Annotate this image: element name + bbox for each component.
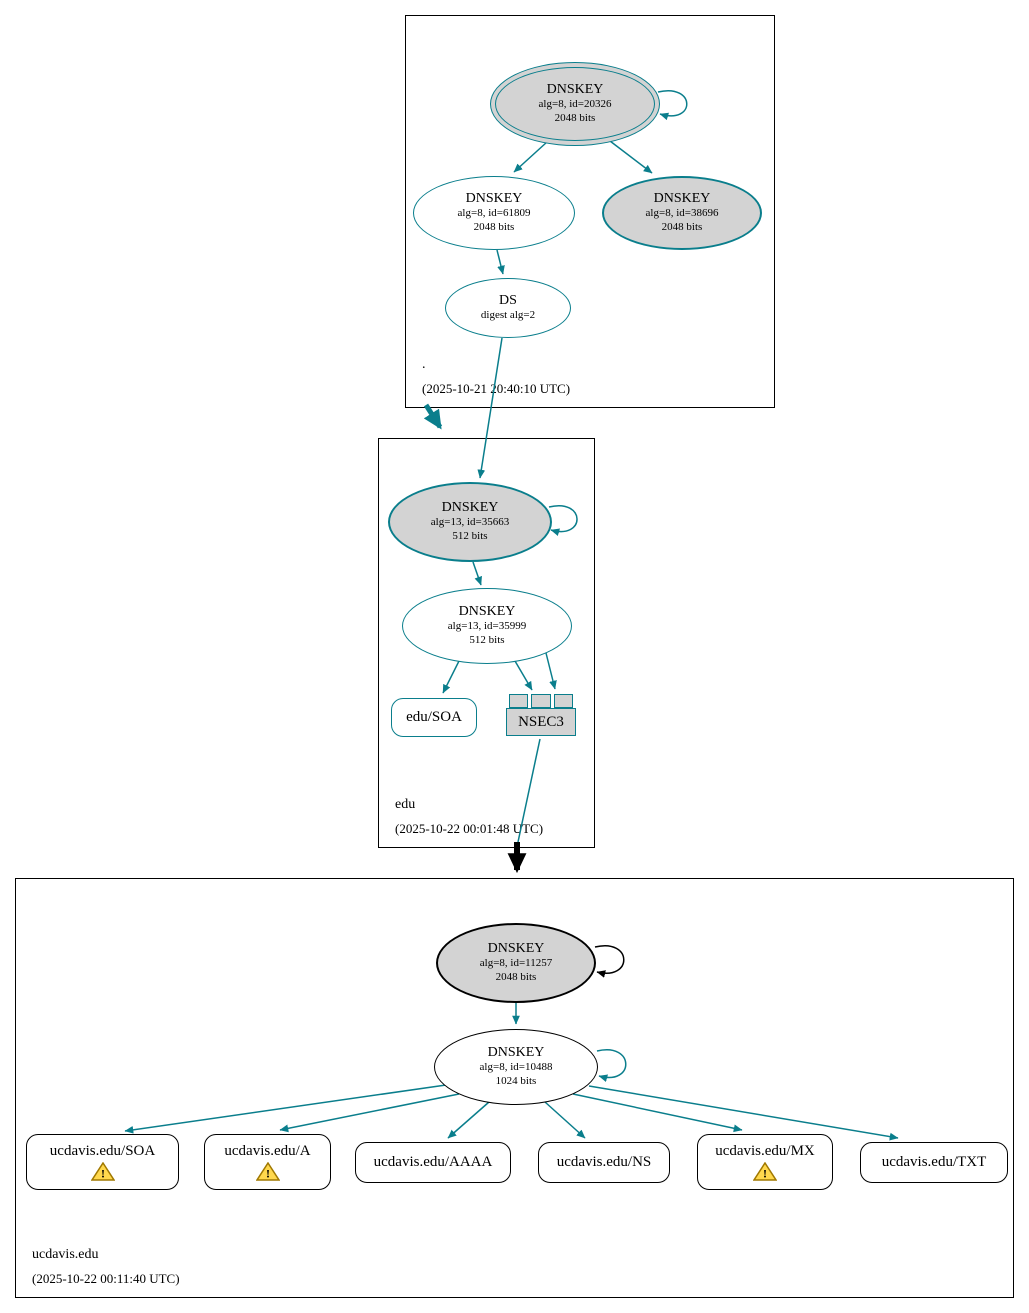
rrset-label: ucdavis.edu/AAAA bbox=[373, 1154, 493, 1170]
dnskey-edu-ksk[interactable]: DNSKEY alg=13, id=35663 512 bits bbox=[388, 482, 552, 562]
dnskey-ucdavis-zsk[interactable]: DNSKEY alg=8, id=10488 1024 bits bbox=[434, 1029, 598, 1105]
nsec3-cell bbox=[553, 694, 573, 708]
svg-text:!: ! bbox=[763, 1167, 767, 1181]
rrset-ucdavis-a[interactable]: ucdavis.edu/A ! bbox=[204, 1134, 331, 1190]
warning-icon: ! bbox=[90, 1162, 115, 1181]
zone-name-ucdavis: ucdavis.edu bbox=[32, 1247, 99, 1262]
node-title: DNSKEY bbox=[487, 1045, 545, 1061]
zone-box-edu: edu (2025-10-22 00:01:48 UTC) bbox=[378, 438, 595, 848]
svg-text:!: ! bbox=[101, 1167, 105, 1181]
zone-meta-edu: edu (2025-10-22 00:01:48 UTC) bbox=[395, 797, 543, 837]
node-alg: alg=13, id=35663 bbox=[430, 516, 510, 529]
node-detail: digest alg=2 bbox=[480, 309, 536, 322]
nsec3-cell bbox=[531, 694, 551, 708]
dnskey-ucdavis-ksk[interactable]: DNSKEY alg=8, id=11257 2048 bits bbox=[436, 923, 596, 1003]
rrset-label: ucdavis.edu/A bbox=[224, 1143, 311, 1159]
rrset-ucdavis-aaaa[interactable]: ucdavis.edu/AAAA ! bbox=[355, 1142, 511, 1183]
zone-meta-root: . (2025-10-21 20:40:10 UTC) bbox=[422, 357, 570, 397]
zone-timestamp-ucdavis: (2025-10-22 00:11:40 UTC) bbox=[32, 1271, 180, 1286]
rrset-label: ucdavis.edu/TXT bbox=[881, 1154, 987, 1170]
node-bits: 512 bits bbox=[469, 634, 505, 647]
nsec3-node[interactable]: NSEC3 bbox=[506, 694, 576, 736]
node-title: DNSKEY bbox=[458, 604, 516, 620]
node-title: DS bbox=[499, 293, 517, 309]
rrset-ucdavis-soa[interactable]: ucdavis.edu/SOA ! bbox=[26, 1134, 179, 1190]
node-title: DNSKEY bbox=[465, 191, 523, 207]
nsec3-cell bbox=[509, 694, 529, 708]
nsec3-label: NSEC3 bbox=[506, 708, 576, 736]
zone-name-root: . bbox=[422, 357, 426, 372]
rrset-label: ucdavis.edu/SOA bbox=[49, 1143, 156, 1159]
node-bits: 2048 bits bbox=[495, 971, 537, 984]
rrset-ucdavis-mx[interactable]: ucdavis.edu/MX ! bbox=[697, 1134, 833, 1190]
node-alg: alg=8, id=38696 bbox=[645, 207, 719, 220]
node-title: DNSKEY bbox=[653, 191, 711, 207]
dnskey-edu-zsk[interactable]: DNSKEY alg=13, id=35999 512 bits bbox=[402, 588, 572, 664]
zone-box-ucdavis: ucdavis.edu (2025-10-22 00:11:40 UTC) bbox=[15, 878, 1014, 1298]
dnskey-root-38696[interactable]: DNSKEY alg=8, id=38696 2048 bits bbox=[602, 176, 762, 250]
warning-icon: ! bbox=[255, 1162, 280, 1181]
node-alg: alg=8, id=61809 bbox=[457, 207, 531, 220]
svg-text:!: ! bbox=[266, 1167, 270, 1181]
node-alg: alg=8, id=20326 bbox=[538, 98, 612, 111]
zone-name-edu: edu bbox=[395, 797, 416, 812]
nsec3-record-cells bbox=[506, 694, 576, 708]
node-bits: 2048 bits bbox=[554, 112, 596, 125]
dnskey-root-ksk-inner: DNSKEY alg=8, id=20326 2048 bits bbox=[495, 67, 655, 141]
dnskey-root-ksk[interactable]: DNSKEY alg=8, id=20326 2048 bits bbox=[490, 62, 660, 146]
zone-meta-ucdavis: ucdavis.edu (2025-10-22 00:11:40 UTC) bbox=[32, 1247, 180, 1287]
node-title: DNSKEY bbox=[487, 941, 545, 957]
node-title: DNSKEY bbox=[546, 82, 604, 98]
zone-timestamp-root: (2025-10-21 20:40:10 UTC) bbox=[422, 381, 571, 396]
rrset-label: ucdavis.edu/NS bbox=[556, 1154, 652, 1170]
node-title: DNSKEY bbox=[441, 500, 499, 516]
node-bits: 512 bits bbox=[452, 530, 488, 543]
node-alg: alg=8, id=10488 bbox=[479, 1061, 553, 1074]
ds-node-edu[interactable]: DS digest alg=2 bbox=[445, 278, 571, 338]
node-bits: 2048 bits bbox=[661, 221, 703, 234]
node-bits: 2048 bits bbox=[473, 221, 515, 234]
rrset-edu-soa[interactable]: edu/SOA bbox=[391, 698, 477, 737]
node-bits: 1024 bits bbox=[495, 1075, 537, 1088]
node-alg: alg=8, id=11257 bbox=[479, 957, 553, 970]
rrset-label: ucdavis.edu/MX bbox=[715, 1143, 815, 1159]
rrset-ucdavis-ns[interactable]: ucdavis.edu/NS ! bbox=[538, 1142, 670, 1183]
dnskey-root-zsk[interactable]: DNSKEY alg=8, id=61809 2048 bits bbox=[413, 176, 575, 250]
rrset-ucdavis-txt[interactable]: ucdavis.edu/TXT ! bbox=[860, 1142, 1008, 1183]
warning-icon: ! bbox=[753, 1162, 777, 1181]
zone-timestamp-edu: (2025-10-22 00:01:48 UTC) bbox=[395, 821, 544, 836]
node-alg: alg=13, id=35999 bbox=[447, 620, 527, 633]
rrset-label: edu/SOA bbox=[406, 709, 462, 725]
